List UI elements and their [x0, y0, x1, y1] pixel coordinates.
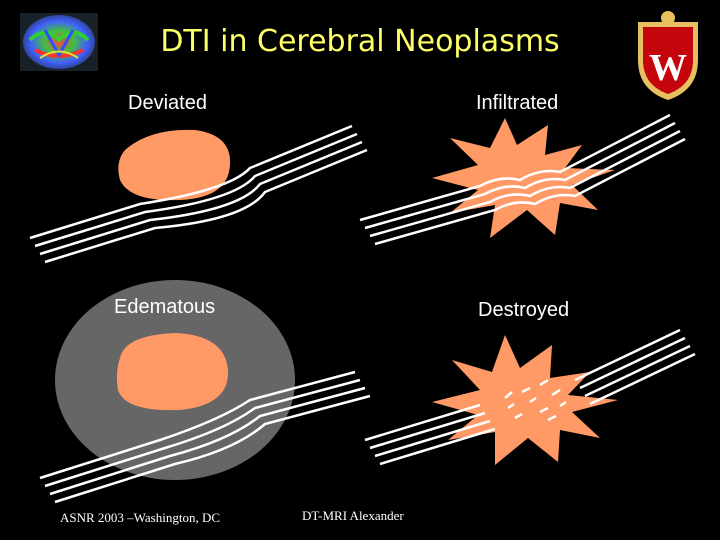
footer-conference: ASNR 2003 –Washington, DC [60, 510, 221, 525]
deviated-diagram [29, 124, 368, 264]
label-infiltrated: Infiltrated [476, 92, 559, 114]
destroyed-diagram [364, 328, 696, 466]
crest-logo: W [638, 11, 698, 100]
label-destroyed: Destroyed [478, 299, 570, 321]
destroyed-fiber-segments [364, 328, 696, 466]
deviated-tumor [118, 129, 231, 201]
deviated-fibers [29, 124, 368, 264]
slide-title: DTI in Cerebral Neoplasms [160, 24, 560, 59]
edematous-diagram [39, 280, 371, 504]
footer-author: DT-MRI Alexander [302, 508, 404, 523]
crest-letter: W [649, 47, 687, 89]
infiltrated-fibers [359, 113, 686, 246]
infiltrated-diagram [359, 113, 686, 246]
label-deviated: Deviated [128, 92, 207, 114]
label-edematous: Edematous [114, 296, 216, 318]
destroyed-star-tumor [432, 335, 618, 465]
edematous-fibers [39, 370, 371, 504]
dti-brain-thumbnail [20, 13, 98, 71]
edematous-tumor [116, 333, 229, 411]
